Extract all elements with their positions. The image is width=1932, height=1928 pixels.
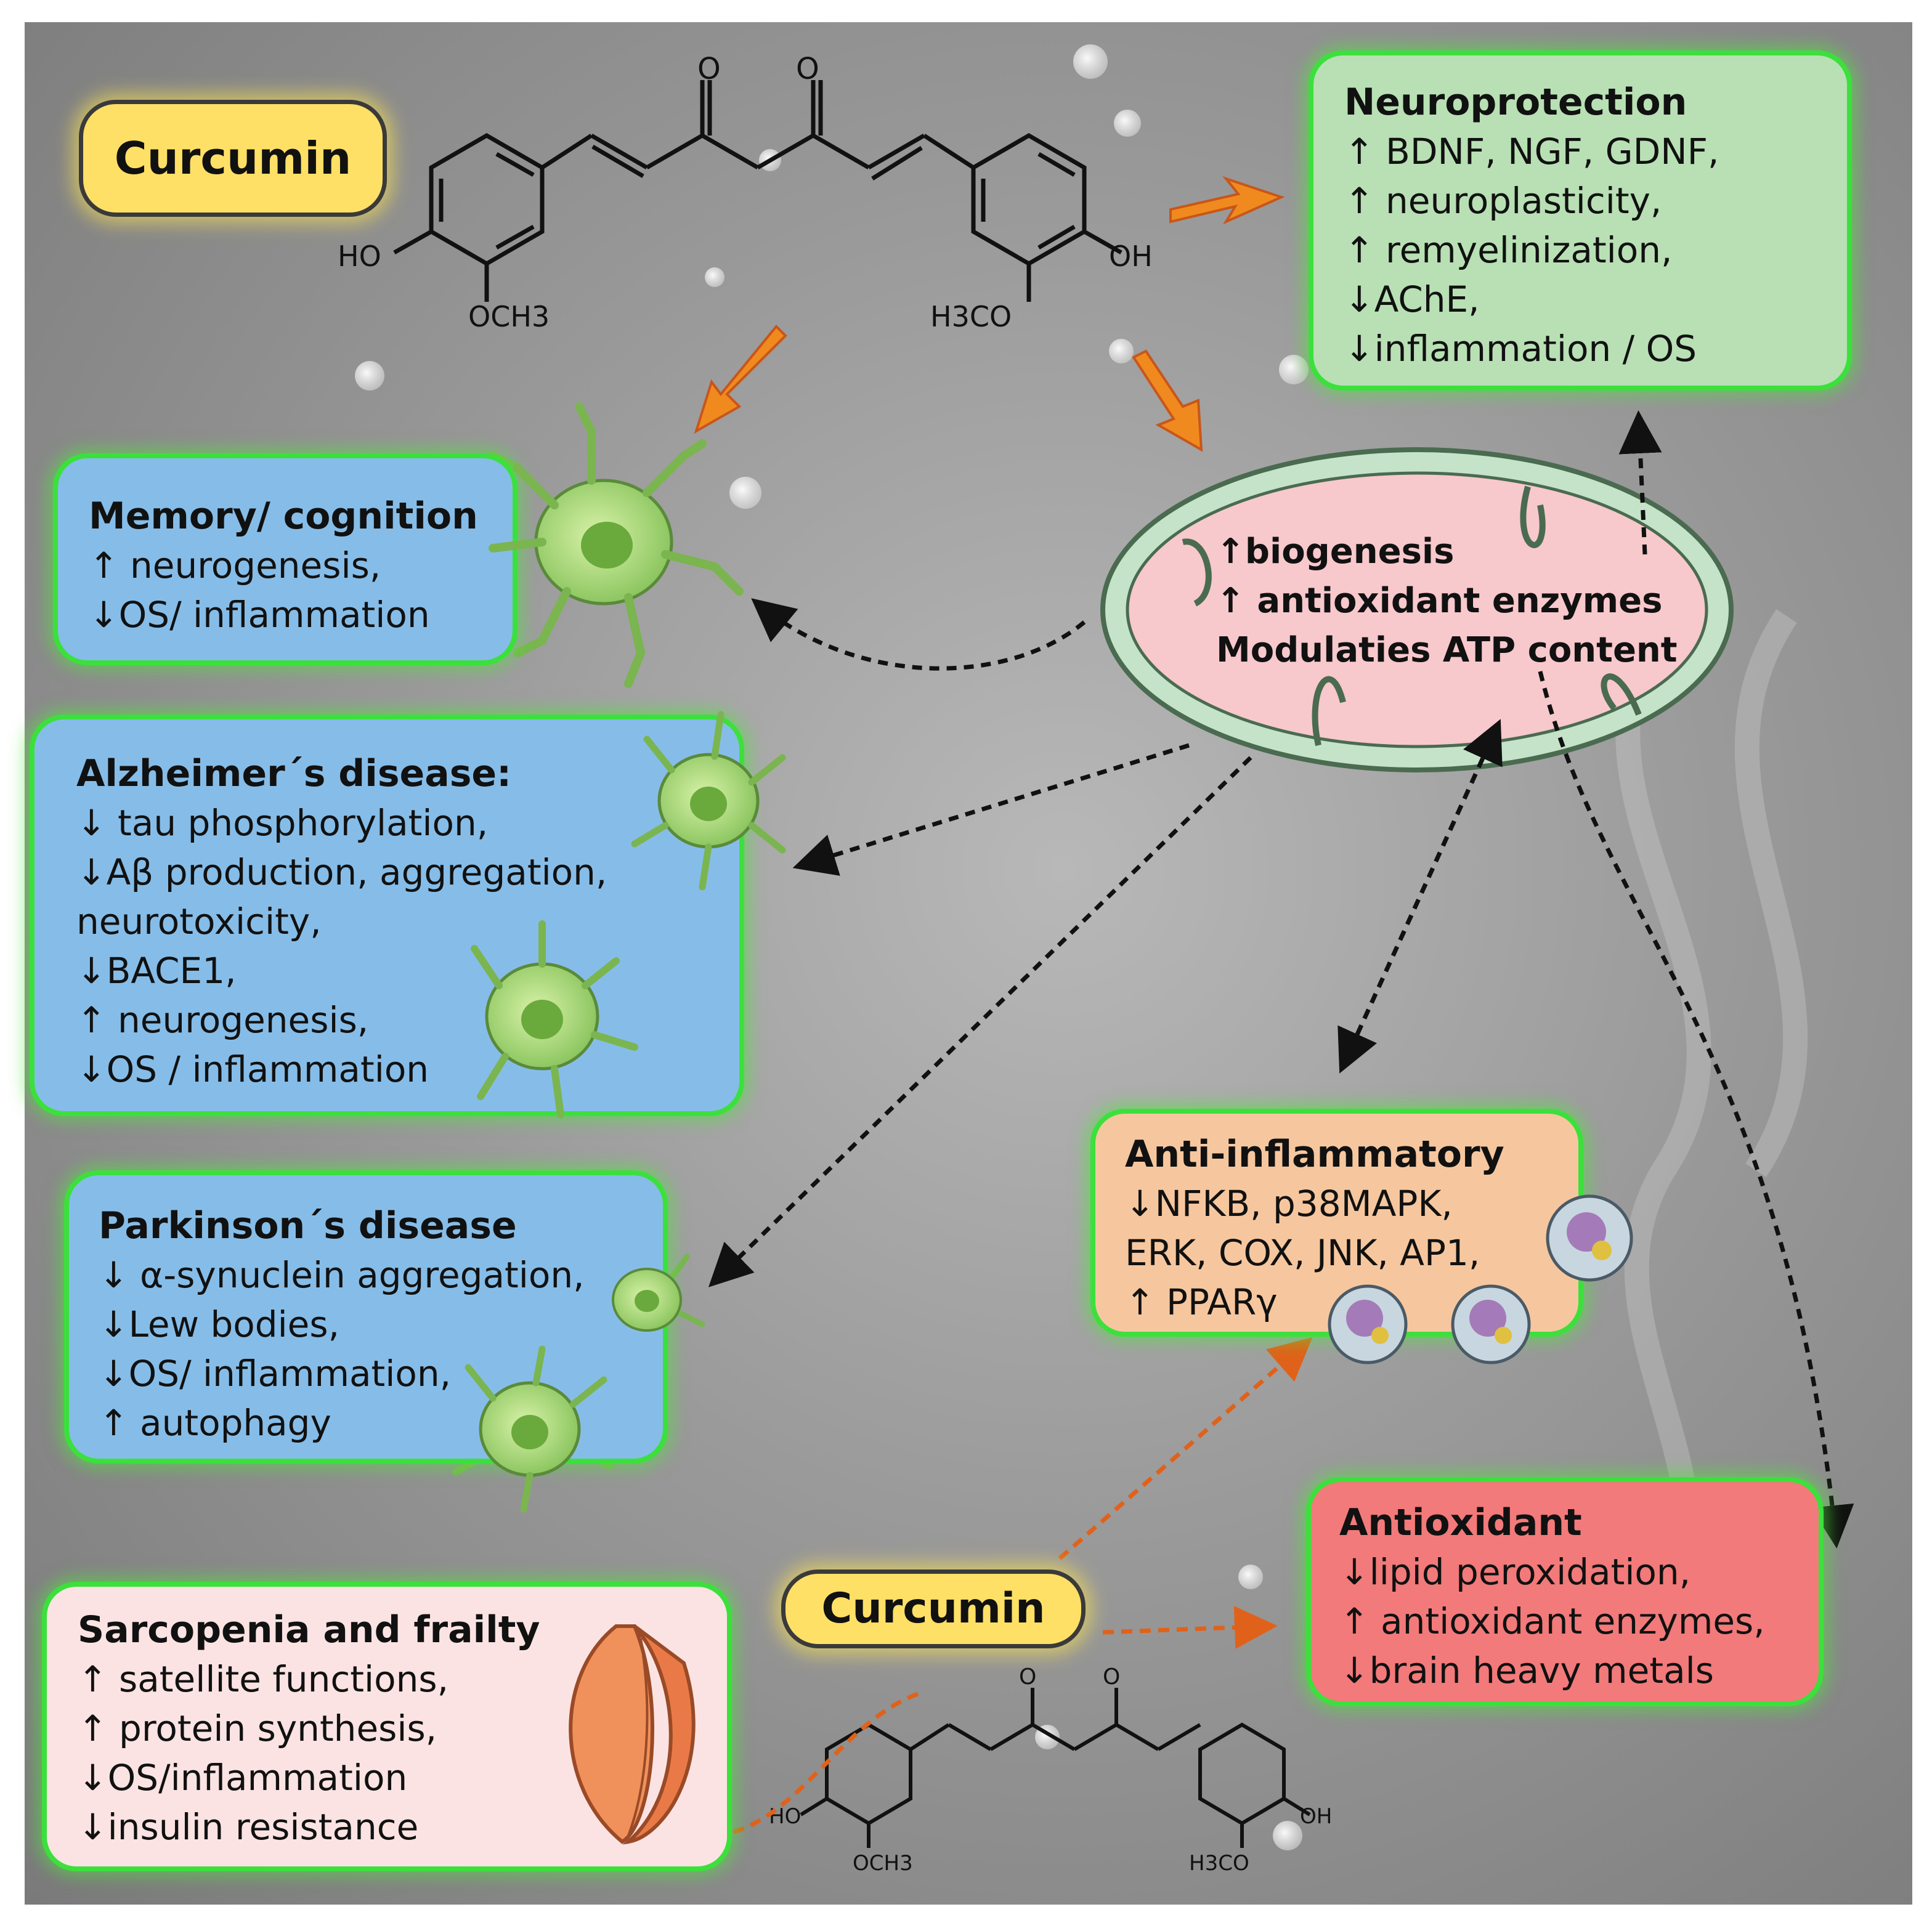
anti-inflammatory-line: ERK, COX, JNK, AP1, <box>1125 1232 1480 1274</box>
antioxidant-line: ↓lipid peroxidation, <box>1339 1551 1691 1593</box>
curcumin-molecule-bottom-labels: O O HO OCH3 OH H3CO <box>769 1664 1332 1876</box>
alzheimer-line: ↑ neurogenesis, <box>76 999 369 1041</box>
alzheimer-line: ↓Aβ production, aggregation, <box>76 851 607 893</box>
mitochondria-line: Modulaties ATP content <box>1216 630 1678 670</box>
neuroprotection-title: Neuroprotection <box>1344 81 1687 124</box>
svg-text:O: O <box>796 52 819 86</box>
mitochondria-line: ↑ antioxidant enzymes <box>1216 581 1663 621</box>
parkinson-line: ↓ α-synuclein aggregation, <box>99 1254 585 1296</box>
memory-cognition-box: Memory/ cognition ↑ neurogenesis, ↓OS/ i… <box>53 453 518 665</box>
mitochondria-line: ↑biogenesis <box>1216 532 1455 572</box>
neuroprotection-box: Neuroprotection ↑ BDNF, NGF, GDNF, ↑ neu… <box>1309 51 1852 391</box>
alzheimer-line: ↓ tau phosphorylation, <box>76 802 489 844</box>
sarcopenia-line: ↑ satellite functions, <box>78 1658 449 1700</box>
sarcopenia-line: ↑ protein synthesis, <box>78 1707 437 1749</box>
alzheimer-line: ↓OS / inflammation <box>76 1048 429 1090</box>
svg-text:HO: HO <box>338 240 381 273</box>
alzheimer-line: ↓BACE1, <box>76 950 237 992</box>
svg-text:OH: OH <box>1109 240 1153 273</box>
parkinson-box: Parkinson´s disease ↓ α-synuclein aggreg… <box>64 1170 668 1464</box>
svg-text:O: O <box>1019 1664 1036 1690</box>
sarcopenia-title: Sarcopenia and frailty <box>78 1608 540 1651</box>
curcumin-effect-arrow <box>1132 349 1203 452</box>
parkinson-title: Parkinson´s disease <box>99 1204 517 1247</box>
svg-text:O: O <box>1103 1664 1120 1690</box>
mitochondrion-icon <box>1100 447 1734 772</box>
alzheimer-line: neurotoxicity, <box>76 901 322 942</box>
dashed-arrows <box>708 410 1854 1549</box>
curcumin-effect-arrow <box>1169 176 1285 225</box>
svg-text:OCH3: OCH3 <box>468 300 550 333</box>
svg-text:OH: OH <box>1300 1804 1332 1829</box>
svg-text:O: O <box>697 52 721 86</box>
anti-inflammatory-line: ↑ PPARγ <box>1125 1281 1278 1323</box>
curcumin-molecule-labels: O O HO OCH3 OH H3CO <box>338 52 1153 333</box>
curcumin-label-top: Curcumin <box>79 100 387 217</box>
neuroprotection-line: ↓AChE, <box>1344 278 1480 320</box>
parkinson-line: ↓Lew bodies, <box>99 1303 340 1345</box>
memory-line: ↑ neurogenesis, <box>89 545 381 586</box>
curcumin-effect-arrow <box>694 325 787 434</box>
antioxidant-line: ↓brain heavy metals <box>1339 1650 1714 1691</box>
memory-line: ↓OS/ inflammation <box>89 594 430 636</box>
mitochondria-text: ↑biogenesis ↑ antioxidant enzymes Modula… <box>1216 527 1678 675</box>
antioxidant-line: ↑ antioxidant enzymes, <box>1339 1600 1765 1642</box>
alzheimer-box: Alzheimer´s disease: ↓ tau phosphorylati… <box>30 715 744 1116</box>
alzheimer-title: Alzheimer´s disease: <box>76 752 512 795</box>
svg-text:HO: HO <box>769 1804 801 1829</box>
parkinson-line: ↑ autophagy <box>99 1402 331 1444</box>
sarcopenia-box: Sarcopenia and frailty ↑ satellite funct… <box>42 1582 732 1871</box>
neuroprotection-line: ↑ remyelinization, <box>1344 229 1673 271</box>
svg-text:H3CO: H3CO <box>1189 1851 1249 1876</box>
anti-inflammatory-box: Anti-inflammatory ↓NFKB, p38MAPK, ERK, C… <box>1090 1109 1583 1337</box>
neuroprotection-line: ↓inflammation / OS <box>1344 328 1697 370</box>
memory-title: Memory/ cognition <box>89 495 478 538</box>
neuroprotection-line: ↑ neuroplasticity, <box>1344 180 1662 222</box>
anti-inflammatory-line: ↓NFKB, p38MAPK, <box>1125 1183 1453 1225</box>
sarcopenia-line: ↓insulin resistance <box>78 1806 419 1848</box>
curcumin-molecule-icon <box>393 80 1122 302</box>
curcumin-molecule-bottom-icon <box>800 1688 1311 1848</box>
antioxidant-title: Antioxidant <box>1339 1501 1582 1544</box>
svg-text:H3CO: H3CO <box>930 300 1012 333</box>
antioxidant-box: Antioxidant ↓lipid peroxidation, ↑ antio… <box>1306 1477 1824 1706</box>
dashed-orange-arrows <box>681 1337 1313 1861</box>
neuroprotection-line: ↑ BDNF, NGF, GDNF, <box>1344 131 1719 172</box>
svg-text:OCH3: OCH3 <box>853 1851 913 1876</box>
sarcopenia-line: ↓OS/inflammation <box>78 1757 408 1799</box>
parkinson-line: ↓OS/ inflammation, <box>99 1353 452 1395</box>
anti-inflammatory-title: Anti-inflammatory <box>1125 1133 1504 1176</box>
curcumin-label-bottom: Curcumin <box>781 1570 1086 1648</box>
